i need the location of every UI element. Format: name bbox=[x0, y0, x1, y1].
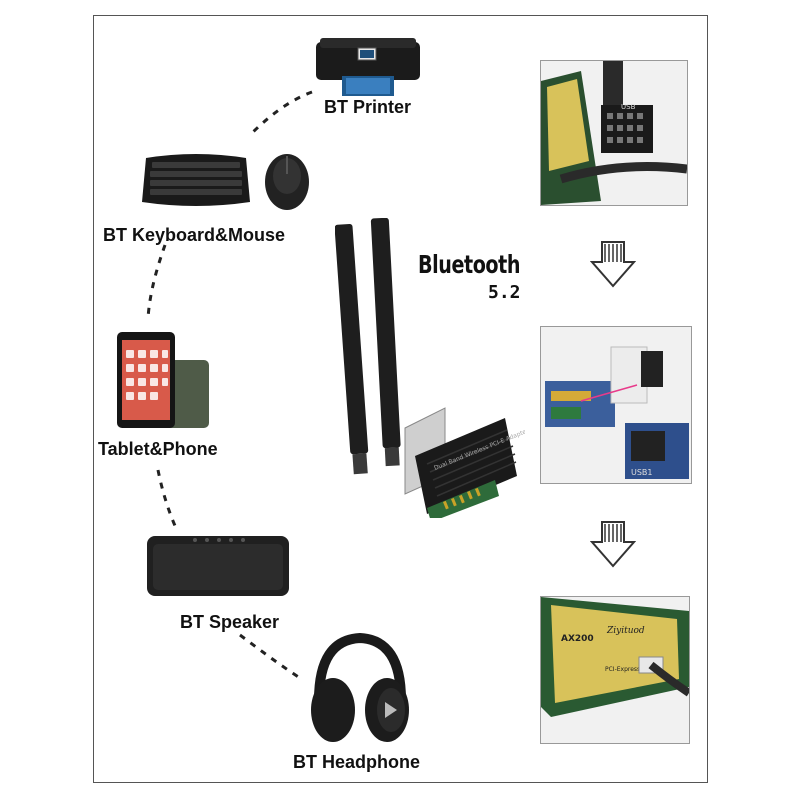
headphone-label: BT Headphone bbox=[293, 752, 421, 772]
tablet-phone-image bbox=[115, 330, 215, 430]
step3-card-brand: Ziyituod bbox=[606, 626, 645, 636]
bluetooth-title: Bluetooth bbox=[418, 250, 521, 279]
step2-motherboard-photo: USB1 bbox=[540, 326, 692, 484]
printer-label: BT Printer bbox=[324, 97, 412, 117]
speaker-image bbox=[145, 530, 291, 602]
keyboard-mouse-label: BT Keyboard&Mouse bbox=[103, 225, 286, 245]
step1-usb-header-photo: USB bbox=[540, 60, 688, 206]
step3-card-model: AX200 bbox=[561, 634, 594, 644]
arrow-down-icon bbox=[590, 240, 636, 290]
speaker-label: BT Speaker bbox=[180, 612, 280, 632]
step3-card-photo: AX200 Ziyituod PCI-Express bbox=[540, 596, 690, 744]
printer-image bbox=[312, 36, 424, 98]
arrow-down-icon bbox=[590, 520, 636, 570]
step2-usb1-text: USB1 bbox=[631, 468, 653, 477]
headphone-image bbox=[305, 630, 415, 745]
tablet-phone-label: Tablet&Phone bbox=[98, 439, 218, 459]
step3-card-text: PCI-Express bbox=[605, 666, 640, 673]
wifi-card-image: Dual Band Wireless PCI-E Adapter bbox=[335, 218, 525, 518]
bluetooth-version: 5.2 bbox=[488, 282, 521, 303]
keyboard-image bbox=[140, 150, 252, 210]
step1-usb-text: USB bbox=[621, 103, 636, 111]
mouse-image bbox=[262, 150, 312, 212]
